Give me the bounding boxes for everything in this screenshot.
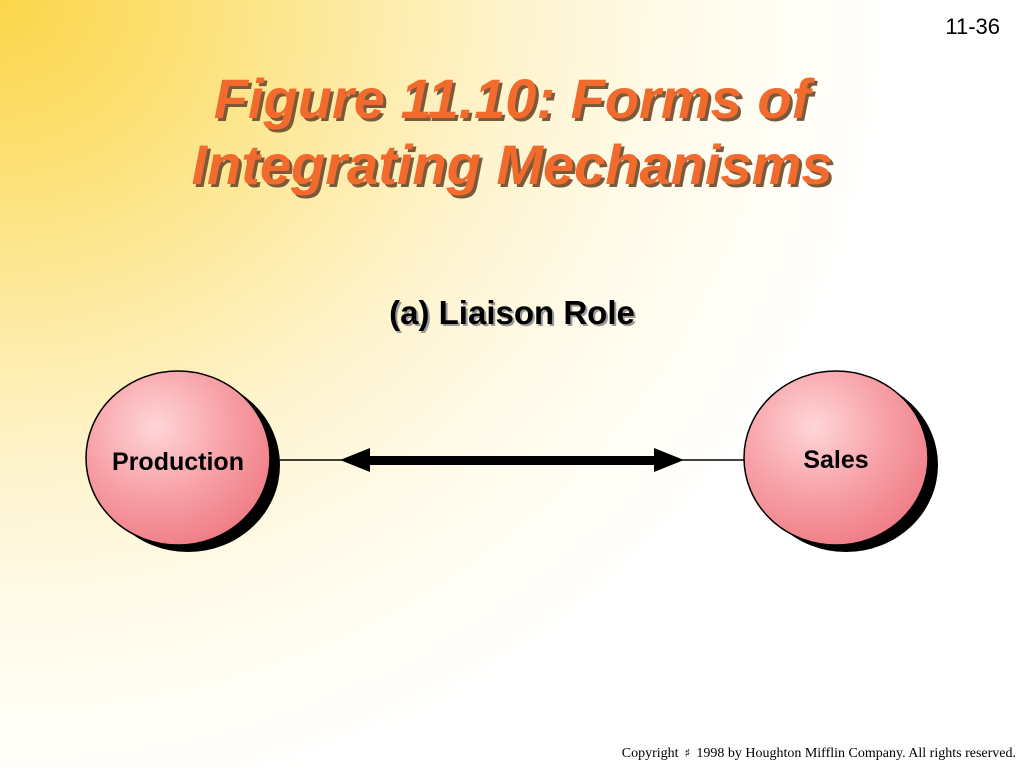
slide-number: 11-36: [945, 14, 1000, 39]
page-title: Figure 11.10: Forms of Integrating Mecha…: [0, 66, 1024, 198]
node-sales: Sales: [743, 370, 938, 552]
node-production-label: Production: [112, 448, 244, 476]
node-sales-label: Sales: [803, 446, 868, 474]
node-sales-circle: [743, 370, 929, 546]
copyright-text: 1998 by Houghton Mifflin Company. All ri…: [696, 746, 1016, 761]
copyright-symbol-icon: ♯: [684, 746, 691, 760]
arrow-head-left: [340, 448, 370, 472]
title-line-2: Integrating Mechanisms: [191, 133, 833, 196]
arrow-head-right: [654, 448, 684, 472]
copyright-prefix: Copyright: [621, 746, 679, 761]
diagram-subtitle: (a) Liaison Role: [389, 294, 635, 331]
copyright-notice: Copyright ♯ 1998 by Houghton Mifflin Compa…: [622, 746, 1016, 762]
node-production-circle: [85, 370, 271, 546]
title-line-1: Figure 11.10: Forms of: [213, 67, 811, 130]
node-production: Production: [85, 370, 280, 552]
arrow-shaft: [362, 456, 662, 465]
bidirectional-arrow: [340, 448, 684, 472]
